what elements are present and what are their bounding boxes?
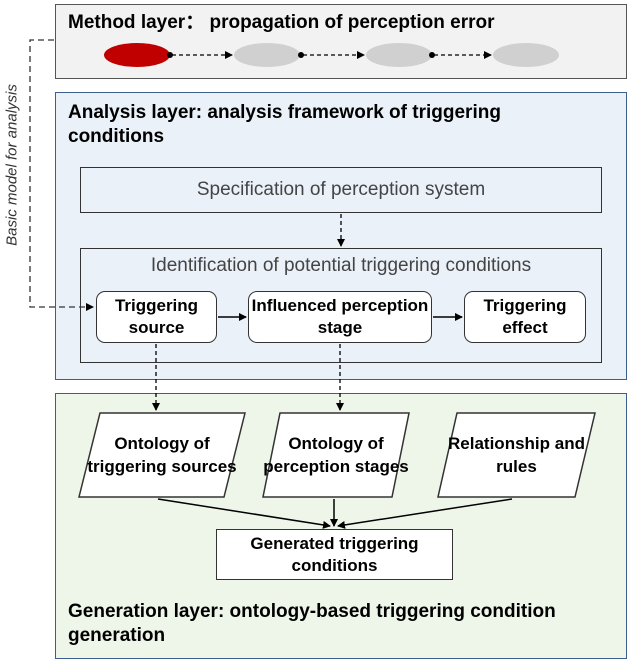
generated-conditions-box: Generated triggering conditions: [216, 529, 453, 580]
triggering-effect-box: Triggering effect: [464, 291, 586, 343]
side-label-container: Basic model for analysis: [0, 40, 21, 290]
ontology-stages-label: Ontology of perception stages: [263, 434, 409, 476]
ontology-sources-box: Ontology of triggering sources: [78, 412, 246, 498]
generation-layer-title: Generation layer: ontology-based trigger…: [68, 601, 556, 646]
method-layer-title: Method layer： propagation of perception …: [68, 12, 495, 33]
influenced-stage-box: Influenced perception stage: [248, 291, 432, 343]
triggering-source-box: Triggering source: [96, 291, 217, 343]
side-label: Basic model for analysis: [3, 84, 21, 246]
ontology-sources-label: Ontology of triggering sources: [87, 434, 237, 476]
relationship-rules-box: Relationship and rules: [437, 412, 596, 498]
analysis-layer-title: Analysis layer: analysis framework of tr…: [68, 102, 501, 147]
specification-box: Specification of perception system: [80, 167, 602, 213]
relationship-rules-label: Relationship and rules: [448, 434, 585, 476]
ontology-stages-box: Ontology of perception stages: [262, 412, 410, 498]
method-layer: Method layer： propagation of perception …: [55, 4, 627, 79]
identification-title: Identification of potential triggering c…: [150, 255, 532, 276]
